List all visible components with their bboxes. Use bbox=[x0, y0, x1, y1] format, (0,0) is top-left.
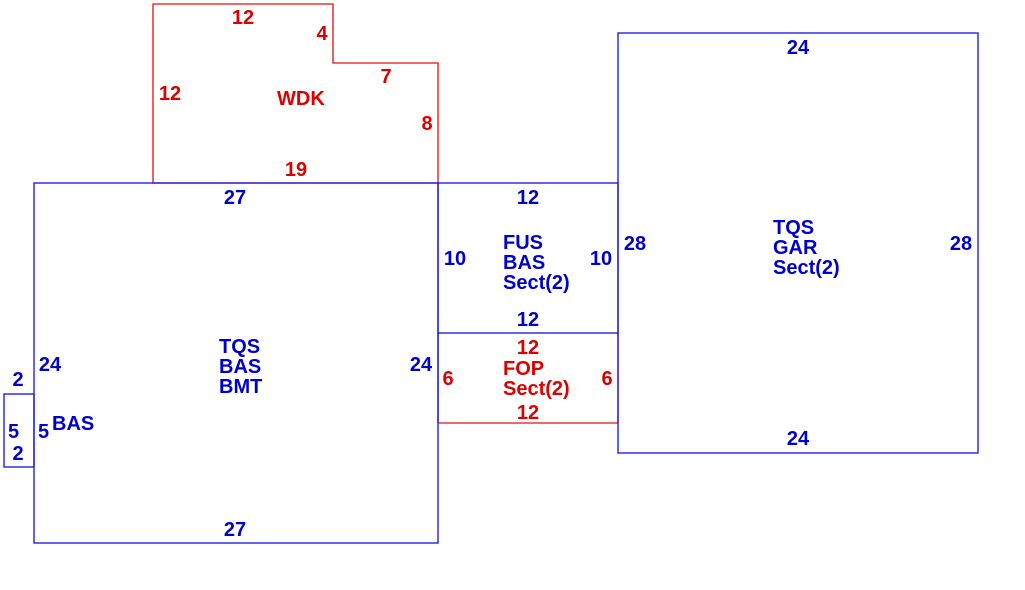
fus-line-1: FUS bbox=[503, 232, 543, 254]
fus-dim-top: 12 bbox=[517, 187, 539, 209]
main-dim-top: 27 bbox=[224, 187, 246, 209]
fop-line-2: Sect(2) bbox=[503, 378, 570, 400]
gar-dim-top: 24 bbox=[787, 37, 810, 59]
gar-line-3: Sect(2) bbox=[773, 257, 840, 279]
area-wdk[interactable]: 12 4 7 8 19 12 WDK bbox=[152, 3, 439, 184]
main-line-2: BAS bbox=[219, 356, 261, 378]
main-dim-left: 24 bbox=[39, 354, 62, 376]
wdk-code: WDK bbox=[277, 88, 325, 110]
wdk-dim-right: 8 bbox=[421, 113, 432, 135]
area-main[interactable]: 27 27 24 24 TQS BAS BMT bbox=[33, 182, 439, 544]
wdk-dim-left: 12 bbox=[159, 83, 181, 105]
bump-outline bbox=[3, 393, 35, 468]
main-line-1: TQS bbox=[219, 336, 260, 358]
gar-dim-right: 28 bbox=[950, 233, 972, 255]
wdk-dim-bottom: 19 bbox=[285, 159, 307, 181]
bump-dim-bottom: 2 bbox=[12, 443, 23, 465]
wdk-dim-notch-v: 4 bbox=[316, 23, 328, 45]
area-fus[interactable]: 12 12 10 10 FUS BAS Sect(2) bbox=[437, 182, 619, 334]
main-line-3: BMT bbox=[219, 376, 262, 398]
gar-dim-bottom: 24 bbox=[787, 428, 810, 450]
wdk-dim-notch-h: 7 bbox=[380, 66, 391, 88]
area-fop[interactable]: 12 12 6 6 FOP Sect(2) bbox=[437, 333, 619, 424]
fop-dim-bottom: 12 bbox=[517, 402, 539, 424]
bump-code: BAS bbox=[52, 413, 94, 435]
fus-dim-right: 10 bbox=[590, 248, 612, 270]
fop-line-1: FOP bbox=[503, 358, 544, 380]
fus-dim-bottom: 12 bbox=[517, 309, 539, 331]
fop-dim-right: 6 bbox=[601, 368, 612, 390]
bump-dim-right: 5 bbox=[38, 421, 49, 443]
area-bump[interactable]: 2 2 5 5 BAS bbox=[3, 369, 94, 468]
main-dim-right: 24 bbox=[410, 354, 433, 376]
gar-line-1: TQS bbox=[773, 217, 814, 239]
wdk-dim-top: 12 bbox=[232, 7, 254, 29]
fop-dim-left: 6 bbox=[442, 368, 453, 390]
fus-dim-left: 10 bbox=[444, 248, 466, 270]
bump-dim-top: 2 bbox=[12, 369, 23, 391]
fop-dim-top: 12 bbox=[517, 337, 539, 359]
gar-dim-left: 28 bbox=[624, 233, 646, 255]
area-gar[interactable]: 24 24 28 28 TQS GAR Sect(2) bbox=[617, 32, 979, 454]
fus-line-2: BAS bbox=[503, 252, 545, 274]
gar-line-2: GAR bbox=[773, 237, 818, 259]
bump-dim-left: 5 bbox=[8, 421, 19, 443]
main-dim-bottom: 27 bbox=[224, 519, 246, 541]
gar-outline bbox=[617, 32, 979, 454]
fus-line-3: Sect(2) bbox=[503, 272, 570, 294]
